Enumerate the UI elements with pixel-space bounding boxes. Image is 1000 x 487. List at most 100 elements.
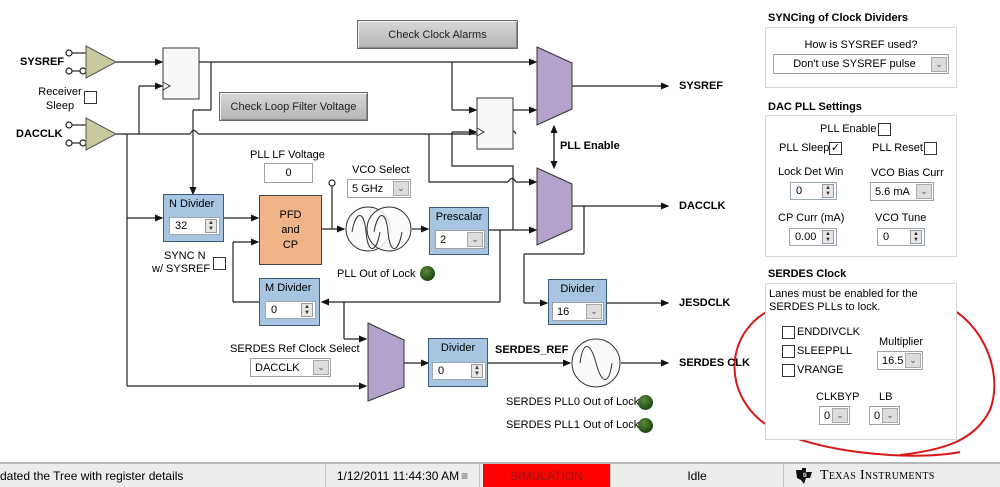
cp-curr-input[interactable]: 0.00 ▲▼ xyxy=(789,228,837,246)
vco-tune-label: VCO Tune xyxy=(875,212,927,224)
enddivclk-checkbox[interactable] xyxy=(782,326,795,339)
dacclk-input-label: DACCLK xyxy=(16,128,63,140)
n-divider-value: 32 xyxy=(175,220,188,232)
chevron-down-icon: ⌄ xyxy=(931,56,947,72)
vco-bias-curr-dropdown[interactable]: 5.6 mA ⌄ xyxy=(870,182,934,201)
serdes-pll-icon xyxy=(571,338,621,388)
jesd-divider-block: Divider 16 ⌄ xyxy=(548,279,607,325)
spinner-icon[interactable]: ▲▼ xyxy=(910,230,922,244)
dac-pll-panel: PLL Enable PLL Sleep ✓ PLL Reset Lock De… xyxy=(765,115,957,257)
chevron-down-icon: ⌄ xyxy=(916,184,932,199)
lock-det-win-label: Lock Det Win xyxy=(778,166,844,178)
chevron-down-icon: ⌄ xyxy=(586,304,602,319)
sysref-retime-flop xyxy=(476,97,514,150)
chevron-down-icon: ⌄ xyxy=(905,353,921,368)
vco-tune-value: 0 xyxy=(883,231,890,243)
sysref-flop xyxy=(162,47,200,100)
serdes-ref-clock-select-dropdown[interactable]: DACCLK ⌄ xyxy=(250,358,331,377)
serdes-pll1-lock-led xyxy=(638,418,653,433)
vrange-checkbox[interactable] xyxy=(782,364,795,377)
check-loop-filter-voltage-button[interactable]: Check Loop Filter Voltage xyxy=(219,92,368,121)
jesdclk-output-label: JESDCLK xyxy=(679,297,731,309)
serdes-divider-value: 0 xyxy=(438,365,445,377)
prescalar-block: Prescalar 2 ⌄ xyxy=(429,207,489,255)
lock-det-win-input[interactable]: 0 ▲▼ xyxy=(790,182,837,200)
pll-enable-setting-label: PLL Enable xyxy=(820,123,877,135)
vrange-label: VRANGE xyxy=(797,364,844,376)
check-clock-alarms-button[interactable]: Check Clock Alarms xyxy=(357,20,518,49)
sync-panel-title: SYNCing of Clock Dividers xyxy=(768,12,908,24)
n-divider-input[interactable]: 32 ▲▼ xyxy=(169,217,220,235)
pll-sleep-label: PLL Sleep xyxy=(779,142,830,154)
dacclk-input-buffer xyxy=(85,117,118,151)
sysref-input-buffer xyxy=(85,45,118,79)
vco-tune-input[interactable]: 0 ▲▼ xyxy=(877,228,925,246)
vco-icon xyxy=(345,206,412,252)
pll-sleep-checkbox[interactable]: ✓ xyxy=(829,142,842,155)
receiver-sleep-checkbox[interactable] xyxy=(84,91,97,104)
spinner-icon[interactable]: ▲▼ xyxy=(822,184,834,198)
grip-icon: ≡ xyxy=(461,468,469,483)
vco-bias-curr-label: VCO Bias Curr xyxy=(871,167,944,179)
multiplier-label: Multiplier xyxy=(879,336,924,348)
cp-label: CP xyxy=(282,238,299,251)
clkbyp-label: CLKBYP xyxy=(816,391,860,403)
chevron-down-icon: ⌄ xyxy=(467,232,483,247)
cp-curr-label: CP Curr (mA) xyxy=(778,212,845,224)
vco-select-dropdown[interactable]: 5 GHz ⌄ xyxy=(347,179,411,198)
pll-reset-label: PLL Reset xyxy=(872,142,923,154)
chevron-down-icon: ⌄ xyxy=(882,408,898,423)
serdes-ref-clock-select-label: SERDES Ref Clock Select xyxy=(230,343,360,355)
lb-dropdown[interactable]: 0 ⌄ xyxy=(869,406,900,425)
m-divider-block: M Divider 0 ▲▼ xyxy=(259,278,320,326)
status-datetime: 1/12/2011 11:44:30 AM ≡ xyxy=(326,464,480,487)
prescalar-dropdown[interactable]: 2 ⌄ xyxy=(435,230,485,249)
m-divider-value: 0 xyxy=(271,304,278,316)
serdes-lanes-note: Lanes must be enabled for the SERDES PLL… xyxy=(769,288,918,313)
pll-enable-checkbox[interactable] xyxy=(878,123,891,136)
m-divider-input[interactable]: 0 ▲▼ xyxy=(265,301,316,319)
pll-out-of-lock-led xyxy=(420,266,435,281)
sysref-usage-dropdown[interactable]: Don't use SYSREF pulse ⌄ xyxy=(773,54,949,74)
jesd-divider-dropdown[interactable]: 16 ⌄ xyxy=(552,302,604,321)
pll-enable-label: PLL Enable xyxy=(560,140,620,152)
serdes-pll0-lock-led xyxy=(638,395,653,410)
dacclk-output-label: DACCLK xyxy=(679,200,726,212)
pll-reset-checkbox[interactable] xyxy=(924,142,937,155)
dacclk-output-mux xyxy=(536,167,573,246)
status-message: dated the Tree with register details xyxy=(0,464,326,487)
m-divider-label: M Divider xyxy=(265,282,312,294)
multiplier-value: 16.5 xyxy=(882,354,904,367)
receiver-sleep-label: Receiver Sleep xyxy=(38,86,82,112)
sleeppll-label: SLEEPPLL xyxy=(797,345,853,357)
serdes-pll1-lock-label: SERDES PLL1 Out of Lock xyxy=(506,419,640,431)
chevron-down-icon: ⌄ xyxy=(393,181,409,196)
sysref-input-label: SYSREF xyxy=(20,56,65,68)
sync-n-label-1: SYNC N xyxy=(164,250,206,262)
jesd-divider-label: Divider xyxy=(560,283,595,295)
vco-bias-curr-value: 5.6 mA xyxy=(875,185,910,198)
spinner-icon[interactable]: ▲▼ xyxy=(205,219,217,233)
serdes-divider-input[interactable]: 0 ▲▼ xyxy=(432,362,486,380)
spinner-icon[interactable]: ▲▼ xyxy=(822,230,834,244)
serdes-panel-title: SERDES Clock xyxy=(768,268,847,280)
datetime-value: 1/12/2011 11:44:30 AM xyxy=(336,468,460,483)
vco-select-value: 5 GHz xyxy=(352,182,384,195)
simulation-badge: SIMULATION xyxy=(483,464,611,487)
serdes-pll0-lock-label: SERDES PLL0 Out of Lock xyxy=(506,396,640,408)
sleeppll-checkbox[interactable] xyxy=(782,345,795,358)
sysref-usage-value: Don't use SYSREF pulse xyxy=(793,58,916,70)
status-state: Idle xyxy=(611,464,784,487)
cp-curr-value: 0.00 xyxy=(795,231,817,243)
serdes-panel: Lanes must be enabled for the SERDES PLL… xyxy=(765,283,957,440)
spinner-icon[interactable]: ▲▼ xyxy=(301,303,313,317)
spinner-icon[interactable]: ▲▼ xyxy=(471,364,483,378)
sync-n-checkbox[interactable] xyxy=(213,257,226,270)
serdes-ref-label: SERDES_REF xyxy=(495,344,569,356)
sync-panel: How is SYSREF used? Don't use SYSREF pul… xyxy=(765,27,957,88)
clkbyp-dropdown[interactable]: 0 ⌄ xyxy=(819,406,850,425)
serdes-clk-output-label: SERDES CLK xyxy=(679,357,750,369)
multiplier-dropdown[interactable]: 16.5 ⌄ xyxy=(877,351,923,370)
